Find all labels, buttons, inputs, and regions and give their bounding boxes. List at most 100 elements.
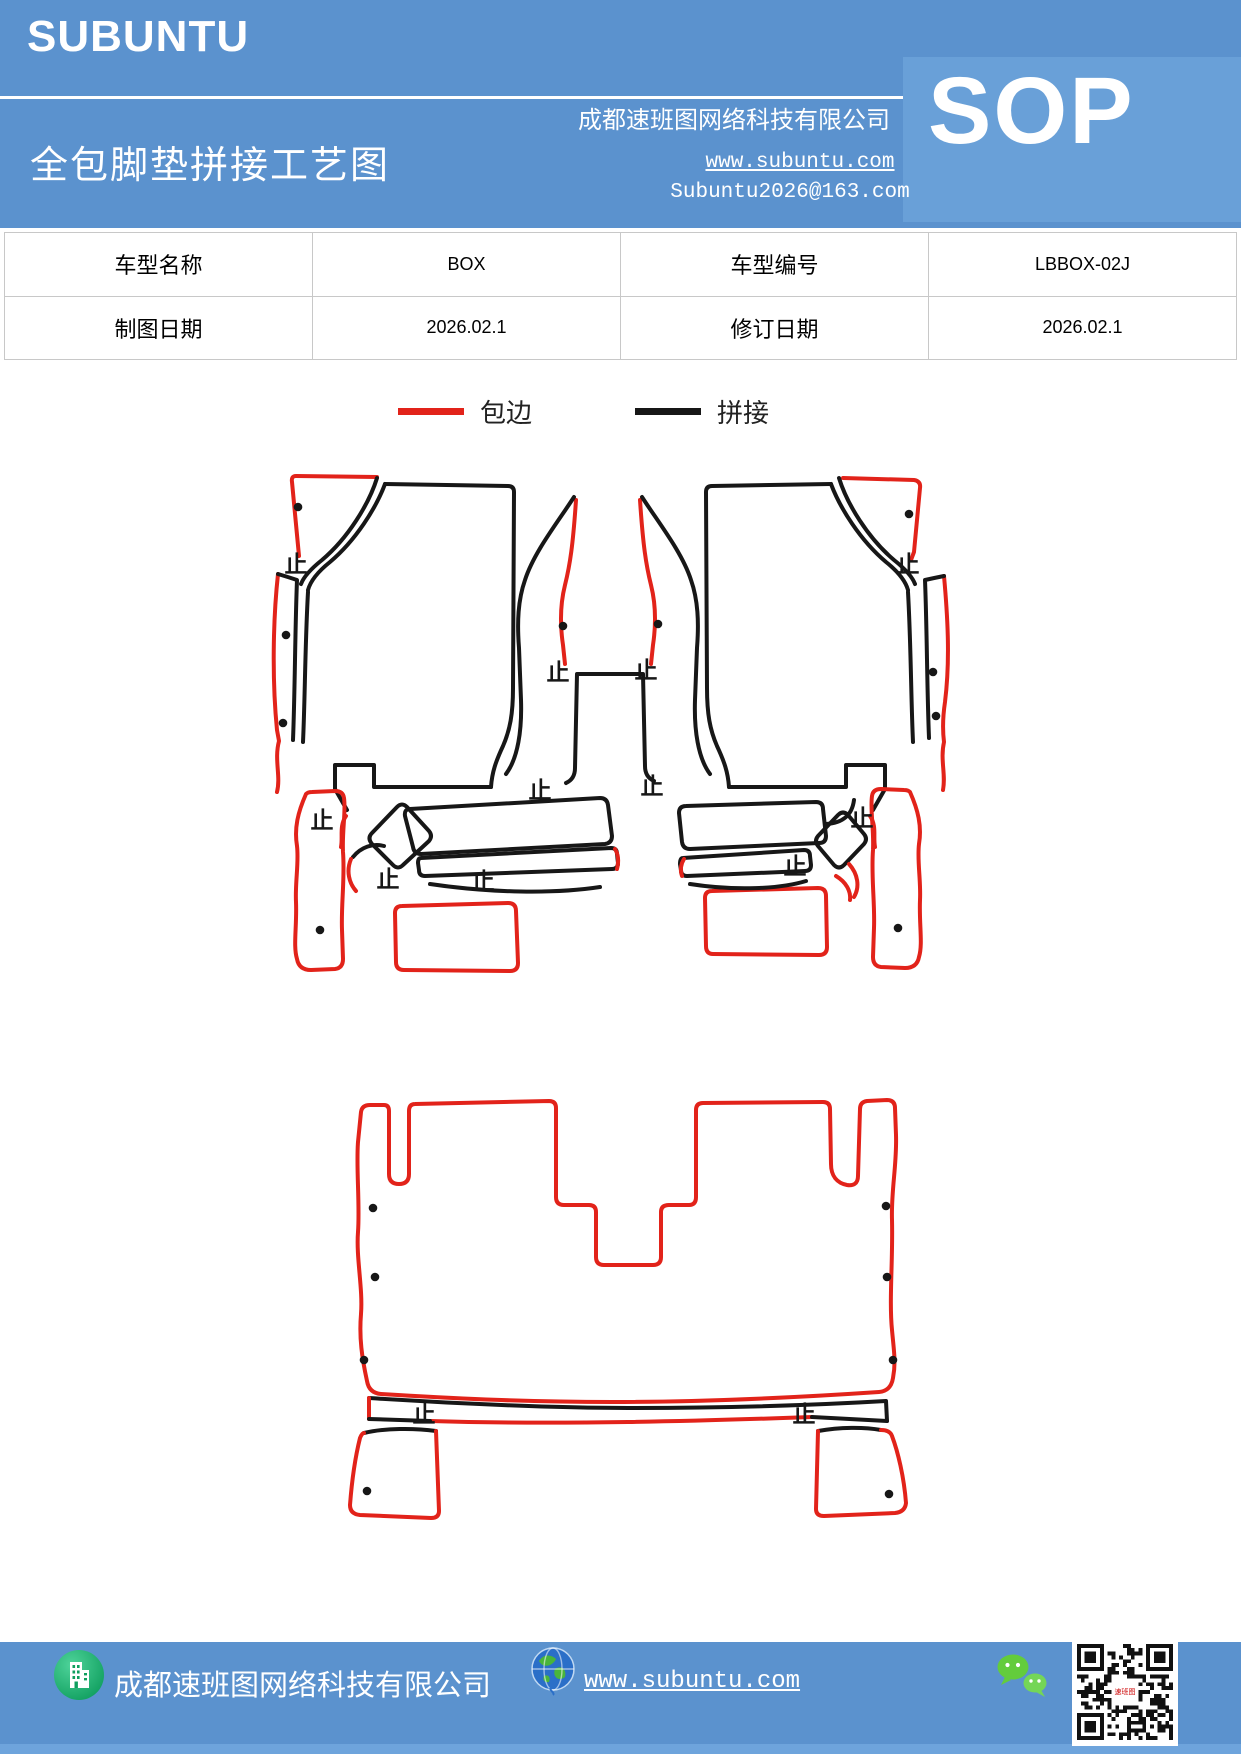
front-right-mat-corner-seam [829, 476, 917, 592]
rear-mat-diagram: 止止 [348, 1098, 908, 1520]
splicing-label: 拼接 [717, 399, 770, 428]
fixing-dot [882, 1272, 892, 1282]
qr-code: 速班图 [1072, 1638, 1178, 1746]
rear-strip-top-seam [367, 1396, 889, 1423]
right-side-strip-red-edge [940, 574, 950, 792]
draw-date-label: 制图日期 [4, 295, 313, 360]
stitch-stop-mark: 止 [413, 1402, 436, 1427]
globe-icon [531, 1647, 575, 1696]
center-left-horn-red [558, 498, 578, 666]
front-right-mat-body [704, 482, 833, 789]
edge-binding-swatch [398, 408, 464, 415]
rear-right-flap [814, 1428, 908, 1518]
splicing-swatch [635, 408, 701, 415]
left-cluster-curve [351, 843, 386, 859]
front-left-mat-body [383, 482, 516, 789]
left-thin-bar-red-cap [613, 847, 621, 871]
right-heel-pad [703, 886, 829, 957]
left-heel-pad [393, 901, 520, 973]
footer-website-link[interactable]: www.subuntu.com [584, 1668, 801, 1695]
left-thin-bar [416, 846, 620, 878]
stitch-stop-mark: 止 [285, 552, 308, 577]
rear-strip-bottom-ends [367, 1415, 889, 1423]
header-website-link[interactable]: www.subuntu.com [705, 151, 895, 174]
stitch-stop-mark: 止 [547, 660, 570, 685]
front-left-mat-left-edge [301, 590, 310, 744]
legend-splicing: 拼接 [635, 393, 769, 430]
bottom-fixing-dots [359, 1201, 898, 1499]
fixing-dot [362, 1486, 372, 1496]
bottom-stitch-marks: 止止 [413, 1402, 816, 1427]
stitch-stop-mark: 止 [641, 774, 664, 799]
fixing-dot [893, 923, 903, 933]
left-side-strip-seam [276, 572, 299, 742]
right-lower-bar [688, 879, 808, 891]
center-right-horn-red [638, 498, 658, 666]
rear-left-flap [348, 1429, 441, 1520]
fixing-dot [653, 619, 663, 629]
right-side-strip-seam [923, 574, 946, 740]
table-row: 车型名称 BOX 车型编号 LBBOX-02J [4, 232, 1237, 297]
fixing-dot [370, 1272, 380, 1282]
model-code-value: LBBOX-02J [928, 232, 1237, 297]
fixing-dot [281, 630, 291, 640]
right-big-bar [677, 800, 828, 851]
fixing-dot [558, 621, 568, 631]
lower-left-piece [293, 789, 347, 972]
fixing-dot [278, 718, 288, 728]
brand-logo: SUBUNTU [27, 12, 250, 61]
table-row: 制图日期 2026.02.1 修订日期 2026.02.1 [4, 295, 1237, 360]
qr-center-logo: 速班图 [1113, 1687, 1137, 1697]
wechat-icon [997, 1654, 1047, 1697]
revise-date-label: 修订日期 [620, 295, 929, 360]
rear-strip-red-edge [367, 1396, 814, 1425]
sop-panel [903, 57, 1241, 222]
stitch-stop-mark: 止 [784, 854, 807, 879]
left-big-bar [402, 796, 614, 856]
left-diamond-piece [367, 802, 433, 870]
fixing-dot [881, 1201, 891, 1211]
left-side-strip-red-edge [271, 572, 281, 794]
model-name-label: 车型名称 [4, 232, 313, 297]
front-right-mat-red-edge [841, 476, 923, 562]
page-title: 全包脚垫拼接工艺图 [30, 145, 391, 187]
footer-company-name: 成都速班图网络科技有限公司 [114, 1670, 492, 1702]
fixing-dot [888, 1355, 898, 1365]
front-left-mat-corner-seam [299, 476, 387, 592]
stitch-stop-mark: 止 [377, 867, 400, 892]
legend-edge-binding: 包边 [398, 393, 532, 430]
front-right-mat-right-edge [906, 590, 915, 744]
stitch-stop-mark: 止 [897, 552, 920, 577]
center-tunnel-rect [564, 672, 656, 785]
rear-mat-outline [355, 1098, 899, 1404]
fixing-dot [884, 1489, 894, 1499]
footer [0, 1642, 1241, 1754]
right-step-red-bit [868, 814, 877, 849]
front-mats-diagram: 止止止止止止止止止止止 [271, 474, 950, 973]
left-cluster-red-curve [346, 857, 358, 893]
left-step-seam [333, 763, 493, 812]
edge-binding-label: 包边 [480, 399, 533, 428]
stitch-stop-mark: 止 [311, 808, 334, 833]
stitch-stop-mark: 止 [529, 778, 552, 803]
stitch-stop-mark: 止 [793, 1402, 816, 1427]
fixing-dot [368, 1203, 378, 1213]
rear-right-flap-top-seam [816, 1425, 883, 1433]
top-fixing-dots [278, 502, 941, 935]
header-divider [0, 96, 940, 99]
center-right-horn-seam [640, 495, 712, 776]
fixing-dot [931, 711, 941, 721]
revise-date-value: 2026.02.1 [928, 295, 1237, 360]
right-thin-bar-red-cap [678, 857, 686, 878]
stitch-stop-mark: 止 [472, 869, 495, 894]
right-cluster-connector [824, 798, 856, 826]
right-step-seam [727, 763, 887, 812]
rear-left-flap-top-seam [362, 1426, 438, 1435]
fixing-dot [315, 925, 325, 935]
model-name-value: BOX [312, 232, 621, 297]
header-email: Subuntu2026@163.com [670, 181, 910, 204]
right-diamond-piece [814, 810, 868, 870]
vehicle-info-table: 车型名称 BOX 车型编号 LBBOX-02J 制图日期 2026.02.1 修… [4, 232, 1237, 360]
top-stitch-marks: 止止止止止止止止止止止 [285, 552, 920, 894]
header: SUBUNTU SOP 成都速班图网络科技有限公司 全包脚垫拼接工艺图 www.… [0, 0, 1241, 228]
